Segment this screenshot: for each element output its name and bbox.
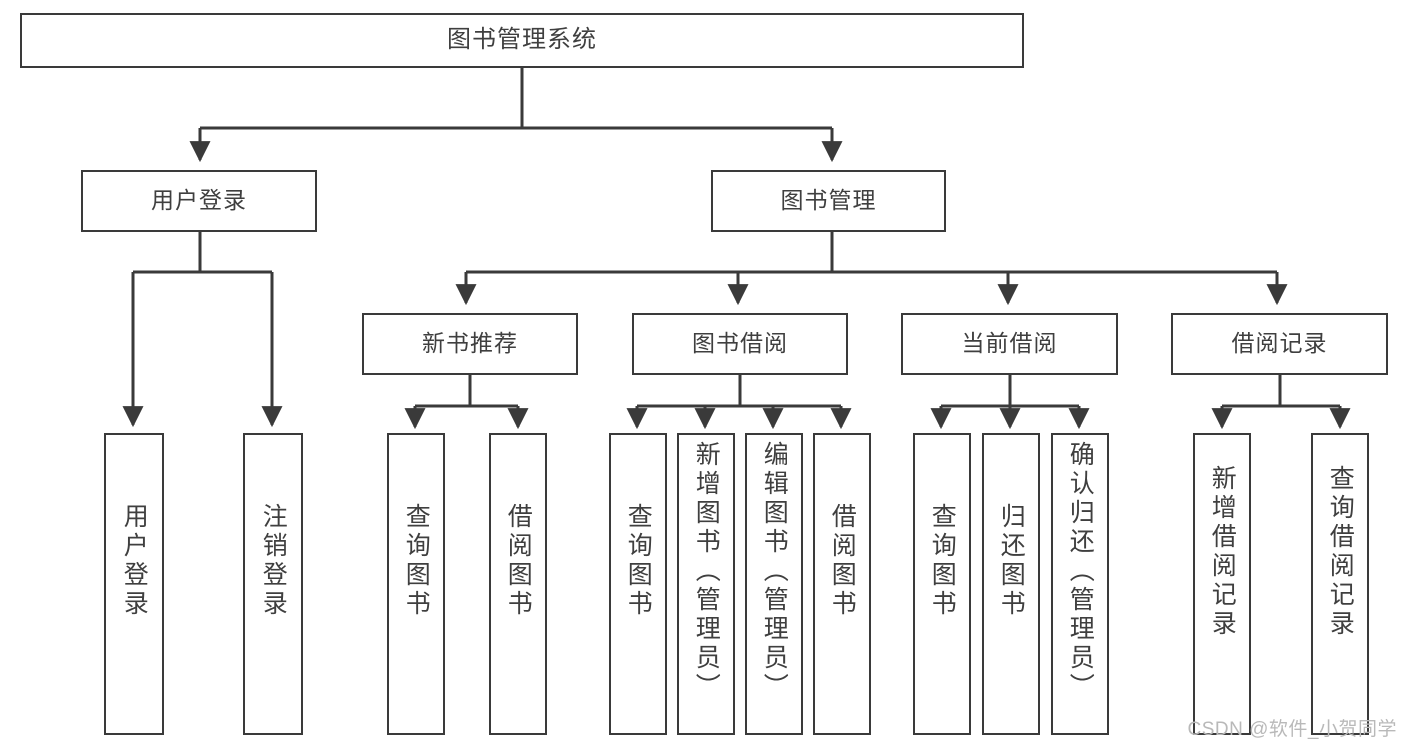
leaf-borrow-query-book[interactable]: 查询图书 bbox=[609, 433, 667, 735]
leaf-user-login-logout[interactable]: 注销登录 bbox=[243, 433, 303, 735]
node-user-login[interactable]: 用户登录 bbox=[81, 170, 317, 232]
leaf-record-query-record[interactable]: 查询借阅记录 bbox=[1311, 433, 1369, 735]
leaf-user-login-login[interactable]: 用户登录 bbox=[104, 433, 164, 735]
node-book-borrow[interactable]: 图书借阅 bbox=[632, 313, 848, 375]
node-label: 注销登录 bbox=[259, 503, 288, 619]
node-label: 借阅图书 bbox=[504, 503, 533, 619]
leaf-borrow-add-book-admin[interactable]: 新增图书（管理员） bbox=[677, 433, 735, 735]
node-label: 用户登录 bbox=[120, 503, 149, 619]
node-label: 查询图书 bbox=[928, 503, 957, 619]
node-borrow-record[interactable]: 借阅记录 bbox=[1171, 313, 1388, 375]
leaf-borrow-borrow-book[interactable]: 借阅图书 bbox=[813, 433, 871, 735]
node-label: 用户登录 bbox=[151, 187, 247, 214]
node-label: 归还图书 bbox=[997, 503, 1026, 619]
node-label: 图书管理系统 bbox=[447, 26, 597, 54]
node-label: 确认归还（管理员） bbox=[1066, 441, 1095, 702]
node-label: 当前借阅 bbox=[961, 330, 1058, 357]
node-label: 查询图书 bbox=[402, 503, 431, 619]
node-root-system[interactable]: 图书管理系统 bbox=[20, 13, 1024, 68]
node-label: 新增图书（管理员） bbox=[692, 441, 721, 702]
csdn-watermark: CSDN @软件_小贺同学 bbox=[1187, 719, 1397, 740]
node-label: 图书借阅 bbox=[692, 330, 788, 357]
node-label: 查询借阅记录 bbox=[1326, 465, 1355, 639]
node-label: 图书管理 bbox=[780, 187, 877, 214]
node-book-management[interactable]: 图书管理 bbox=[711, 170, 946, 232]
node-new-book-recommend[interactable]: 新书推荐 bbox=[362, 313, 578, 375]
leaf-new-book-borrow-book[interactable]: 借阅图书 bbox=[489, 433, 547, 735]
leaf-new-book-query-book[interactable]: 查询图书 bbox=[387, 433, 445, 735]
node-label: 新书推荐 bbox=[422, 330, 518, 357]
node-label: 编辑图书（管理员） bbox=[760, 441, 789, 702]
leaf-borrow-edit-book-admin[interactable]: 编辑图书（管理员） bbox=[745, 433, 803, 735]
leaf-current-query-book[interactable]: 查询图书 bbox=[913, 433, 971, 735]
leaf-current-confirm-return-admin[interactable]: 确认归还（管理员） bbox=[1051, 433, 1109, 735]
leaf-current-return-book[interactable]: 归还图书 bbox=[982, 433, 1040, 735]
node-current-borrow[interactable]: 当前借阅 bbox=[901, 313, 1118, 375]
leaf-record-add-record[interactable]: 新增借阅记录 bbox=[1193, 433, 1251, 735]
node-label: 借阅记录 bbox=[1231, 330, 1328, 357]
node-label: 新增借阅记录 bbox=[1208, 465, 1237, 639]
node-label: 查询图书 bbox=[624, 503, 653, 619]
node-label: 借阅图书 bbox=[828, 503, 857, 619]
